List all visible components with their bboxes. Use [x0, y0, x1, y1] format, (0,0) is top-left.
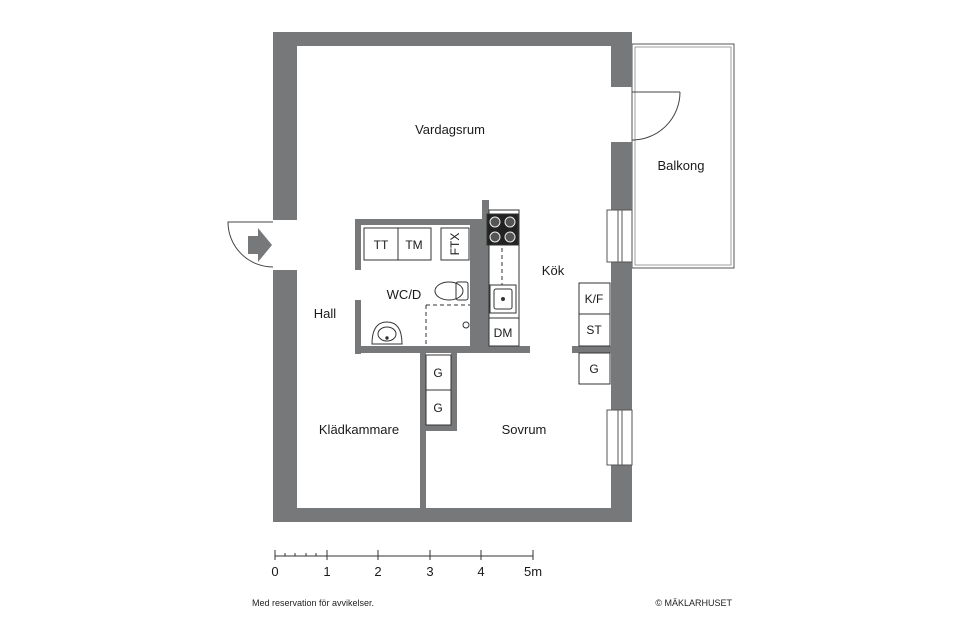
scale-label-3: 3	[426, 564, 433, 579]
disclaimer-text: Med reservation för avvikelser.	[252, 598, 375, 608]
fixture-label-g-kitchen: G	[589, 362, 598, 376]
windows	[606, 209, 633, 466]
kitchen-fixtures	[425, 209, 611, 426]
scale-label-0: 0	[271, 564, 278, 579]
fixture-label-g-closet-2: G	[433, 401, 442, 415]
scale-label-1: 1	[323, 564, 330, 579]
scale-label-5: 5m	[524, 564, 542, 579]
copyright-text: © MÄKLARHUSET	[655, 598, 732, 608]
room-label-kok: Kök	[542, 263, 565, 278]
room-label-vardagsrum: Vardagsrum	[415, 122, 485, 137]
scale-bar	[274, 550, 534, 560]
stove-burner-icon	[489, 216, 501, 228]
stove-burner-icon	[504, 231, 516, 243]
stove-burner-icon	[489, 231, 501, 243]
fixture-label-ftx: FTX	[448, 233, 462, 256]
room-label-hall: Hall	[314, 306, 337, 321]
balcony	[631, 43, 735, 269]
scale-label-2: 2	[374, 564, 381, 579]
entrance-arrow-icon	[248, 228, 272, 262]
scale-label-4: 4	[477, 564, 484, 579]
entrance-door	[227, 221, 274, 268]
fixture-label-st: ST	[586, 323, 602, 337]
room-label-balkong: Balkong	[658, 158, 705, 173]
fixture-label-tm: TM	[405, 238, 422, 252]
stove-burner-icon	[504, 216, 516, 228]
outer-walls	[273, 32, 632, 522]
room-label-sovrum: Sovrum	[502, 422, 547, 437]
room-label-kladkammare: Klädkammare	[319, 422, 399, 437]
room-label-wcd: WC/D	[387, 287, 422, 302]
fixture-label-tt: TT	[374, 238, 389, 252]
interior-walls	[355, 200, 612, 508]
bathroom-fixtures	[363, 227, 470, 346]
balcony-door	[631, 91, 681, 141]
fixture-label-kf: K/F	[585, 292, 604, 306]
fixture-label-dm: DM	[494, 326, 513, 340]
fixture-label-g-closet-1: G	[433, 366, 442, 380]
